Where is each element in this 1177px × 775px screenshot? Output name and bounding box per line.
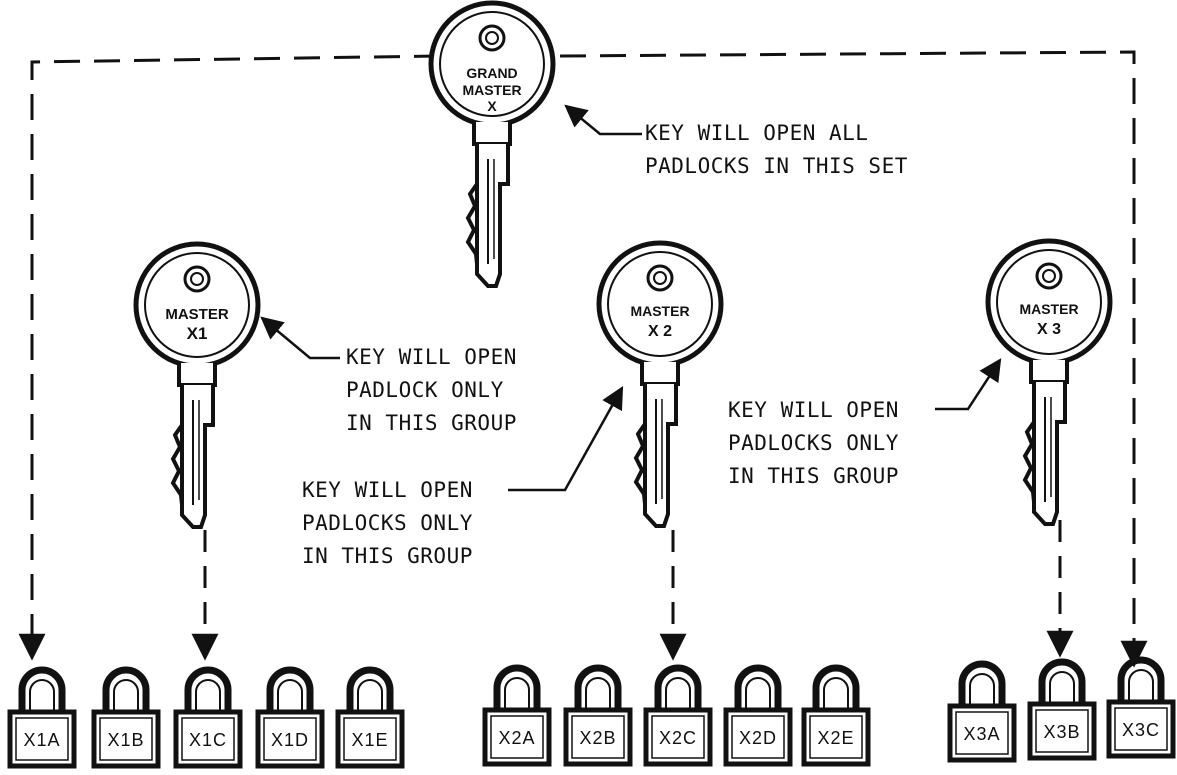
padlock-x1d: X1D	[258, 670, 322, 766]
padlock-label: X3B	[1043, 722, 1080, 742]
master-key-x3-label-1: MASTER	[1019, 301, 1078, 317]
note-line: IN THIS GROUP	[346, 407, 517, 440]
grand-master-key-label-3: X	[487, 98, 497, 114]
note-line: KEY WILL OPEN	[346, 341, 517, 374]
master-key-x3: MASTER X 3	[988, 241, 1110, 524]
master-x3-note: KEY WILL OPEN PADLOCKS ONLY IN THIS GROU…	[728, 394, 899, 493]
padlock-label: X2C	[659, 728, 697, 748]
master-key-x1-label-1: MASTER	[165, 306, 229, 323]
padlock-x1e: X1E	[338, 670, 402, 766]
padlock-x1a: X1A	[10, 670, 74, 766]
master-key-x2-label-1: MASTER	[630, 303, 689, 319]
padlock-label: X1D	[271, 730, 309, 750]
note-line: PADLOCKS IN THIS SET	[645, 150, 908, 183]
padlock-label: X1E	[351, 730, 388, 750]
padlock-x2b: X2B	[566, 668, 630, 764]
padlock-label: X2E	[817, 728, 854, 748]
padlock-group-x3: X3A X3B X3C	[950, 660, 1173, 760]
grand-master-key-label-2: MASTER	[462, 82, 521, 98]
padlock-x2d: X2D	[726, 668, 790, 764]
master-key-x1: MASTER X1	[136, 244, 258, 527]
padlock-x2c: X2C	[646, 668, 710, 764]
master-x3-leader	[935, 360, 1000, 409]
master-x1-leader	[262, 318, 340, 358]
master-key-x2: MASTER X 2	[599, 243, 721, 526]
note-line: KEY WILL OPEN ALL	[645, 117, 908, 150]
padlock-group-x2: X2A X2B X2C X2D X2E	[485, 668, 868, 764]
note-line: PADLOCKS ONLY	[728, 427, 899, 460]
padlock-label: X2B	[579, 728, 616, 748]
padlock-label: X1A	[23, 730, 60, 750]
note-line: IN THIS GROUP	[302, 540, 473, 573]
note-line: KEY WILL OPEN	[728, 394, 899, 427]
note-line: KEY WILL OPEN	[302, 474, 473, 507]
grand-master-note: KEY WILL OPEN ALL PADLOCKS IN THIS SET	[645, 117, 908, 183]
master-key-x1-label-2: X1	[187, 324, 208, 343]
padlock-label: X1B	[107, 730, 144, 750]
note-line: IN THIS GROUP	[728, 460, 899, 493]
master-key-x2-label-2: X 2	[648, 323, 672, 340]
note-line: PADLOCKS ONLY	[302, 507, 473, 540]
padlock-group-x1: X1A X1B X1C X1D X1E	[10, 670, 402, 766]
padlock-x1b: X1B	[94, 670, 158, 766]
padlock-label: X3A	[963, 724, 1000, 744]
padlock-x3b: X3B	[1030, 662, 1094, 758]
note-line: PADLOCK ONLY	[346, 374, 517, 407]
master-key-x3-label-2: X 3	[1037, 321, 1061, 338]
padlock-x2a: X2A	[485, 668, 549, 764]
padlock-x3c: X3C	[1109, 660, 1173, 756]
grand-master-key-label-1: GRAND	[466, 65, 517, 81]
padlock-x2e: X2E	[804, 668, 868, 764]
padlock-label: X2A	[498, 728, 535, 748]
master-x1-note: KEY WILL OPEN PADLOCK ONLY IN THIS GROUP	[346, 341, 517, 440]
padlock-label: X3C	[1122, 720, 1160, 740]
grand-master-leader	[566, 106, 642, 134]
padlock-x3a: X3A	[950, 664, 1014, 760]
master-x2-leader	[508, 388, 622, 490]
padlock-label: X1C	[189, 730, 227, 750]
padlock-x1c: X1C	[176, 670, 240, 766]
master-x2-note: KEY WILL OPEN PADLOCKS ONLY IN THIS GROU…	[302, 474, 473, 573]
padlock-label: X2D	[739, 728, 777, 748]
grand-master-key: GRAND MASTER X	[431, 3, 553, 286]
